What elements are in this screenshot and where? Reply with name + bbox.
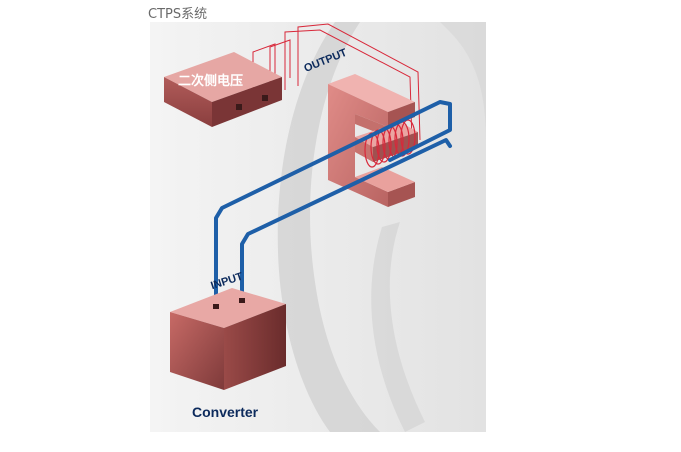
secondary-voltage-label: 二次侧电压	[178, 73, 243, 88]
page-title: CTPS系统	[148, 7, 208, 22]
converter-terminal-2	[239, 298, 245, 303]
secondary-terminal-2	[262, 95, 268, 101]
diagram-canvas: 二次侧电压 OUTPUT	[150, 22, 486, 432]
converter-box	[170, 288, 286, 390]
input-wires	[214, 100, 452, 296]
watermark-swirl-center	[371, 222, 425, 432]
secondary-terminal-1	[236, 104, 242, 110]
secondary-voltage-box	[164, 52, 282, 127]
converter-label: Converter	[192, 404, 259, 420]
output-wires	[252, 23, 421, 143]
ctps-diagram: 二次侧电压 OUTPUT	[150, 22, 486, 432]
watermark-swirl-right	[440, 22, 486, 142]
watermark-swirl	[277, 22, 380, 432]
converter-terminal-1	[213, 304, 219, 309]
